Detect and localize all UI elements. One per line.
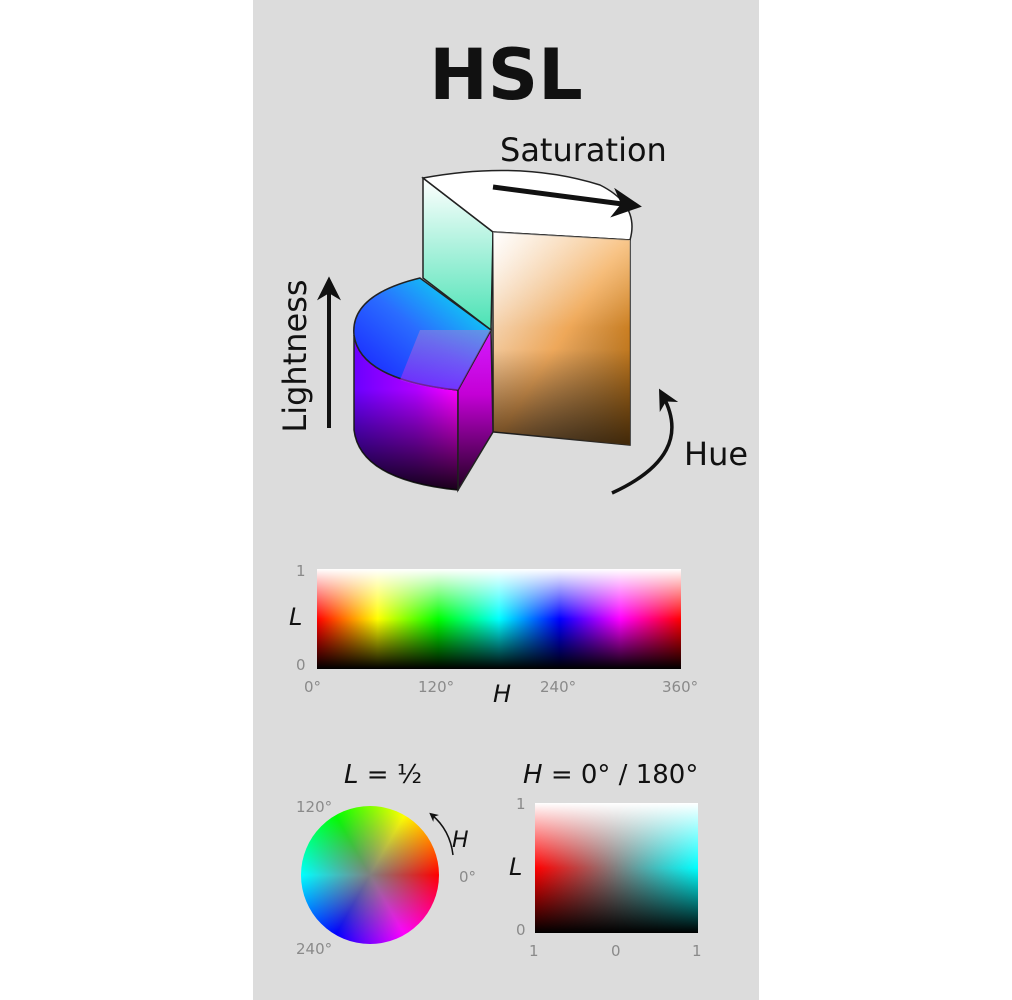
sl-y-tick-bottom: 0 bbox=[516, 921, 526, 939]
page-title: HSL bbox=[429, 34, 583, 116]
sat-lightness-title-rest: = 0° / 180° bbox=[542, 760, 699, 790]
hl-y-tick-top: 1 bbox=[296, 562, 306, 580]
sat-lightness-title: H = 0° / 180° bbox=[523, 760, 698, 790]
saturation-arrow bbox=[492, 184, 642, 218]
hue-wheel-label-120: 120° bbox=[296, 798, 333, 816]
hl-x-tick-120: 120° bbox=[418, 678, 455, 696]
hue-wheel-label-240: 240° bbox=[296, 940, 333, 958]
hue-wheel-direction-label: H bbox=[452, 828, 469, 853]
hl-x-tick-240: 240° bbox=[540, 678, 577, 696]
saturation-label: Saturation bbox=[500, 131, 667, 169]
sl-y-tick-top: 1 bbox=[516, 795, 526, 813]
hue-wheel-label-0: 0° bbox=[459, 868, 477, 886]
lightness-label-rotated: Lightness bbox=[276, 279, 314, 433]
hue-label: Hue bbox=[684, 435, 749, 473]
sl-x-tick-left: 1 bbox=[529, 942, 539, 960]
hue-wheel-direction-arrow bbox=[429, 812, 454, 856]
hue-wheel-title-var: L bbox=[344, 760, 359, 790]
hl-x-tick-0: 0° bbox=[304, 678, 322, 696]
sl-y-axis-label: L bbox=[509, 853, 523, 881]
sat-lightness-title-var: H bbox=[523, 760, 543, 790]
hue-wheel-title-rest: = ½ bbox=[358, 760, 423, 790]
hl-y-tick-bottom: 0 bbox=[296, 656, 306, 674]
hl-y-axis-label: L bbox=[289, 603, 303, 631]
hl-x-tick-360: 360° bbox=[662, 678, 699, 696]
sat-lightness-gradient bbox=[535, 803, 698, 933]
hue-lightness-gradient bbox=[317, 569, 681, 669]
hl-x-axis-label: H bbox=[493, 680, 512, 708]
sl-x-tick-right: 1 bbox=[692, 942, 702, 960]
hue-wheel bbox=[301, 806, 439, 944]
cylinder-top-white bbox=[421, 169, 633, 241]
hue-arrow bbox=[611, 388, 679, 495]
sl-x-tick-mid: 0 bbox=[611, 942, 621, 960]
hue-wheel-title: L = ½ bbox=[344, 760, 422, 790]
